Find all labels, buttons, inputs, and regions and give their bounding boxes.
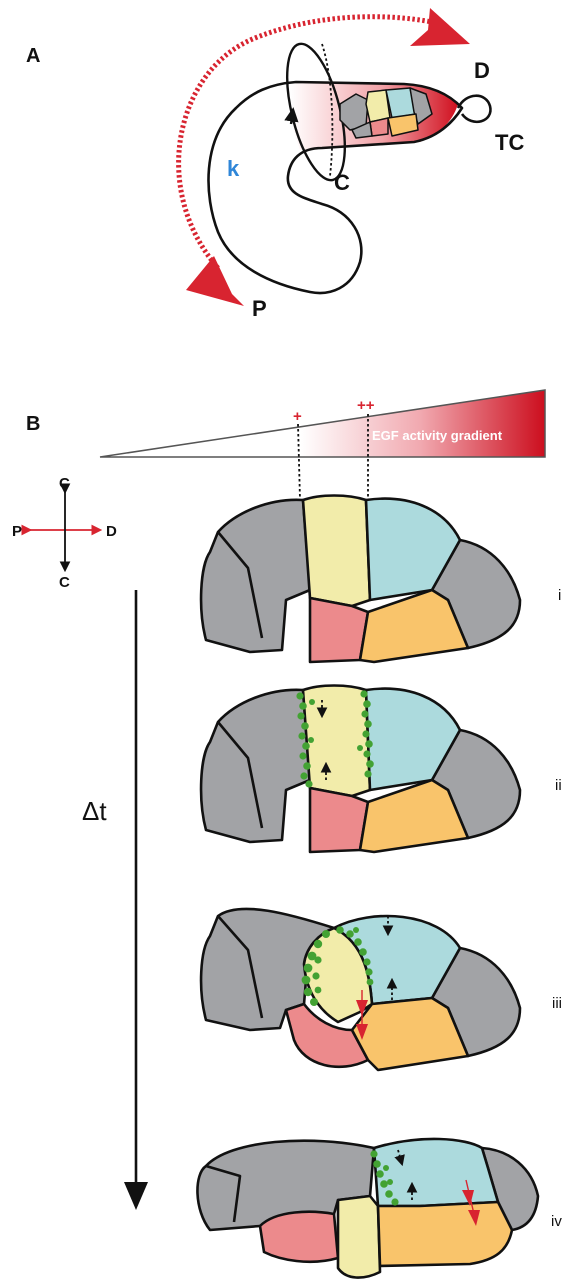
green-dot <box>300 772 307 779</box>
compass-right-label: D <box>106 523 117 540</box>
green-dot <box>309 699 315 705</box>
p-arrowhead <box>186 256 244 306</box>
c-label: C <box>334 170 350 195</box>
stage-i: i <box>201 496 561 663</box>
green-dot <box>315 987 322 994</box>
green-dot <box>299 752 306 759</box>
stage-i-label: i <box>558 587 561 604</box>
green-dot <box>380 1180 388 1188</box>
green-dot <box>310 998 318 1006</box>
k-label: k <box>227 156 240 181</box>
egf-gradient-wedge <box>100 390 545 457</box>
green-dot <box>383 1165 389 1171</box>
green-dot <box>363 958 370 965</box>
stage-iv: iv <box>197 1139 562 1278</box>
green-dot <box>298 732 305 739</box>
plus-marker: + <box>293 408 302 425</box>
green-dot <box>353 927 359 933</box>
green-dot <box>359 948 367 956</box>
green-dot <box>302 742 310 750</box>
stage-iii: iii <box>201 909 562 1070</box>
compass-top-label: C <box>59 475 70 492</box>
green-dot <box>314 940 322 948</box>
green-dot <box>366 760 374 768</box>
mini-cell-cluster <box>340 88 432 138</box>
mini-pink <box>370 118 388 136</box>
green-dot <box>365 968 372 975</box>
green-dot <box>296 692 303 699</box>
stage-iii-label: iii <box>552 995 562 1012</box>
green-dot <box>373 1160 381 1168</box>
stage-iv-orange <box>378 1202 512 1266</box>
plusplus-marker: ++ <box>357 397 375 414</box>
stage-i-grey-left <box>201 500 310 652</box>
green-dot <box>357 745 363 751</box>
green-dot <box>362 730 369 737</box>
green-dot <box>302 976 311 985</box>
d-arrowhead <box>410 8 470 46</box>
green-dot <box>301 722 309 730</box>
green-dot <box>297 712 304 719</box>
p-label: P <box>252 296 267 321</box>
stage-iv-cyan <box>374 1139 498 1206</box>
green-dot <box>385 1190 393 1198</box>
tc-label: TC <box>495 130 524 155</box>
panel-a-label: A <box>26 45 40 67</box>
compass-left-label: P <box>12 523 22 540</box>
stage-i-yellow <box>303 496 370 607</box>
d-label: D <box>474 58 490 83</box>
green-dot <box>304 964 313 973</box>
green-dot <box>303 762 311 770</box>
green-dot <box>376 1170 384 1178</box>
green-dot <box>308 737 314 743</box>
stage-ii-label: ii <box>555 777 562 794</box>
stage-iv-pink <box>260 1212 338 1262</box>
stage-iv-label: iv <box>551 1213 562 1230</box>
stage-iv-yellow <box>338 1196 380 1278</box>
stage-ii-grey-left <box>201 690 310 842</box>
stage-i-pink <box>310 598 368 662</box>
green-dot <box>354 938 362 946</box>
green-dot <box>364 770 371 777</box>
green-dot <box>391 1198 398 1205</box>
green-dot <box>363 750 370 757</box>
green-dot <box>312 972 319 979</box>
axis-compass: C C P D <box>12 475 117 591</box>
green-dot <box>322 930 330 938</box>
green-dot <box>364 720 372 728</box>
stage-ii-pink <box>310 788 368 852</box>
compass-bottom-label: C <box>59 574 70 591</box>
green-dot <box>367 979 374 986</box>
green-dot <box>363 700 371 708</box>
green-dot <box>360 690 367 697</box>
green-dot <box>305 780 312 787</box>
green-dot <box>361 710 368 717</box>
green-dot <box>346 930 354 938</box>
green-dot <box>314 956 321 963</box>
green-dot <box>370 1150 377 1157</box>
green-dot <box>336 926 344 934</box>
time-arrowhead <box>124 1182 148 1210</box>
green-dot <box>365 740 373 748</box>
green-dot <box>304 988 312 996</box>
delta-t-label: Δt <box>82 796 107 826</box>
panel-b-label: B <box>26 413 40 435</box>
egf-gradient-label: EGF activity gradient <box>372 428 503 443</box>
green-dot <box>299 702 307 710</box>
green-dot <box>387 1179 393 1185</box>
stage-ii: ii <box>201 686 562 853</box>
